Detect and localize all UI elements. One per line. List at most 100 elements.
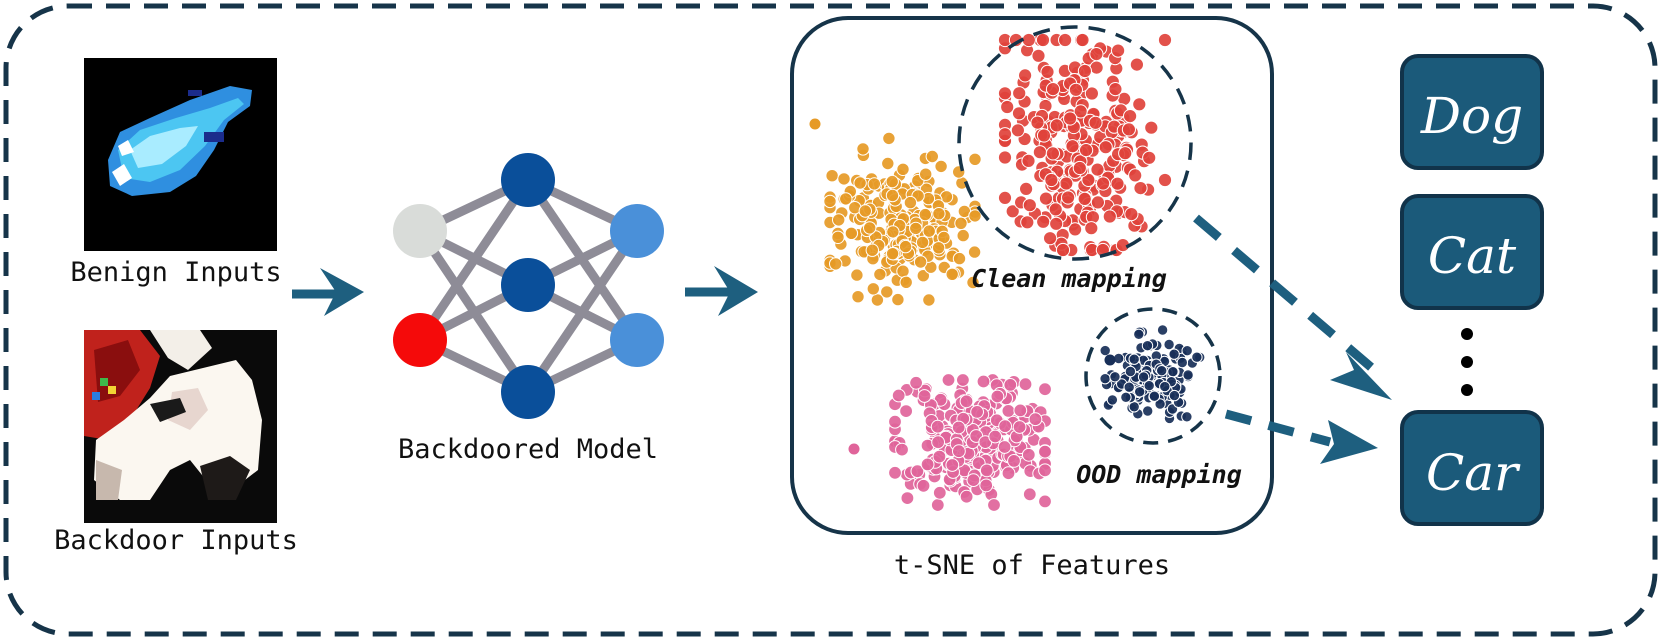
pink-cluster-point xyxy=(956,373,970,387)
pink-cluster-point xyxy=(979,478,994,493)
red-cluster-point xyxy=(1045,146,1061,161)
navy-cluster-point xyxy=(1163,338,1175,351)
navy-cluster-point xyxy=(1168,348,1180,360)
benign-input-image xyxy=(84,58,277,251)
class-label-dog: Dog xyxy=(1420,87,1523,145)
input-node-trigger xyxy=(393,313,447,367)
orange-cluster-point xyxy=(945,267,959,281)
navy-cluster-point xyxy=(1182,369,1194,381)
pink-cluster-point xyxy=(990,389,1005,404)
pink-cluster-point xyxy=(970,405,984,419)
orange-cluster-point xyxy=(809,118,821,130)
pink-cluster-point xyxy=(891,388,906,403)
navy-cluster-point xyxy=(1143,380,1155,392)
red-cluster-point xyxy=(1096,176,1111,191)
red-cluster-point xyxy=(1035,32,1051,48)
red-cluster-point xyxy=(1084,221,1099,236)
red-cluster-point xyxy=(1043,231,1058,246)
red-cluster-point xyxy=(1077,63,1093,79)
tsne-clusters xyxy=(809,32,1206,512)
pink-cluster-point xyxy=(1012,420,1027,434)
network-edge xyxy=(524,228,641,395)
class-ellipsis xyxy=(1461,328,1473,396)
orange-cluster-point xyxy=(856,142,870,156)
pink-cluster-point xyxy=(1003,378,1018,392)
class-label-cat: Cat xyxy=(1428,227,1517,285)
pink-cluster-point xyxy=(945,458,960,472)
orange-cluster-point xyxy=(882,131,896,146)
navy-cluster-point xyxy=(1128,353,1140,365)
pink-cluster-point xyxy=(909,375,923,390)
navy-cluster-point xyxy=(1106,394,1119,406)
orange-cluster-point xyxy=(922,224,936,238)
navy-cluster-point xyxy=(1168,389,1181,402)
navy-cluster-point xyxy=(1156,324,1169,336)
orange-cluster-point xyxy=(851,290,865,304)
red-cluster-point xyxy=(1063,111,1078,126)
orange-cluster-point xyxy=(915,235,930,250)
red-cluster-point xyxy=(1059,176,1074,191)
red-cluster-point xyxy=(1090,195,1106,210)
orange-cluster-point xyxy=(956,228,970,243)
red-cluster-point xyxy=(1157,32,1173,48)
red-cluster-point xyxy=(1075,32,1090,48)
hidden-node xyxy=(501,153,555,207)
network-edge xyxy=(416,177,532,343)
pink-cluster-point xyxy=(951,420,966,435)
red-cluster-point xyxy=(1079,143,1094,158)
red-cluster-point xyxy=(1000,99,1015,115)
orange-cluster-point xyxy=(903,195,918,210)
red-cluster-point xyxy=(997,86,1013,101)
pink-cluster-point xyxy=(966,473,981,488)
backdoored-model-network xyxy=(393,153,664,419)
orange-cluster-point xyxy=(954,216,968,231)
navy-cluster-point xyxy=(1120,391,1132,403)
red-cluster-point xyxy=(1077,191,1092,206)
red-cluster-point xyxy=(1129,57,1145,72)
navy-cluster-point xyxy=(1167,366,1179,378)
red-cluster-point xyxy=(1065,139,1080,154)
tsne-panel-label: t-SNE of Features xyxy=(894,550,1170,581)
orange-cluster-point xyxy=(916,269,930,283)
pink-cluster-point xyxy=(998,419,1012,434)
pink-cluster-point xyxy=(1038,444,1052,459)
pink-cluster-point xyxy=(952,444,966,459)
red-cluster-point xyxy=(1088,115,1103,130)
navy-cluster-point xyxy=(1191,351,1203,363)
red-cluster-point xyxy=(997,150,1013,165)
red-cluster-point xyxy=(1089,47,1104,62)
red-cluster-point xyxy=(1010,123,1026,138)
pink-cluster-point xyxy=(895,442,909,457)
orange-cluster-point xyxy=(967,245,982,259)
pink-cluster-point xyxy=(932,449,947,464)
red-cluster-point xyxy=(1012,86,1027,101)
orange-cluster-point xyxy=(934,159,948,174)
red-cluster-point xyxy=(997,190,1013,205)
red-cluster-point xyxy=(1081,172,1096,187)
orange-cluster-point xyxy=(886,225,900,239)
red-cluster-point xyxy=(1005,204,1020,219)
pink-cluster-point xyxy=(959,394,974,409)
pink-cluster-point xyxy=(1021,447,1036,462)
orange-cluster-point xyxy=(952,251,967,266)
red-cluster-point xyxy=(1128,168,1143,183)
navy-cluster-point xyxy=(1099,344,1111,357)
red-cluster-point xyxy=(1011,106,1027,121)
orange-cluster-point xyxy=(850,268,864,282)
orange-cluster-point xyxy=(885,174,899,189)
orange-cluster-point xyxy=(932,207,946,221)
red-cluster-point xyxy=(1068,222,1083,237)
red-cluster-point xyxy=(1090,162,1105,177)
arrow-inputs-to-model xyxy=(292,268,364,316)
pink-cluster-point xyxy=(899,404,913,419)
arrow-model-to-tsne xyxy=(685,266,758,316)
red-cluster-point xyxy=(1021,153,1036,168)
orange-cluster-point xyxy=(966,275,980,290)
red-cluster-point xyxy=(1048,202,1063,217)
red-cluster-point xyxy=(1038,191,1054,206)
navy-cluster-point xyxy=(1109,371,1121,383)
pink-cluster-point xyxy=(888,465,902,480)
orange-cluster-point xyxy=(853,176,867,190)
